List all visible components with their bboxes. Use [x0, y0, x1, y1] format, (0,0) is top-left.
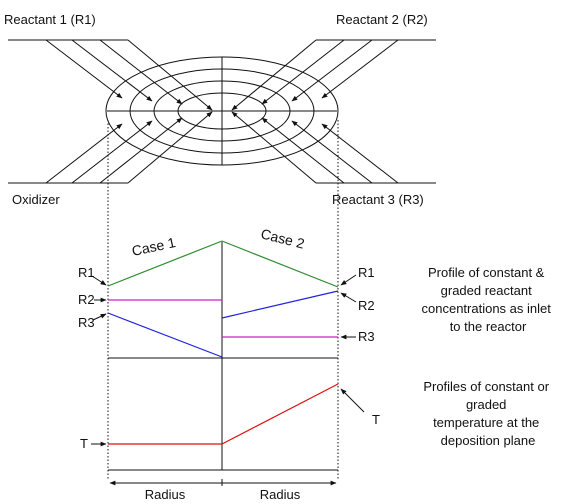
profile-plot: [108, 242, 338, 471]
note-concentration-line-1: Profile of constant &: [428, 265, 545, 280]
case2-r2-profile: [221, 290, 339, 319]
arrow-right-r2: [340, 292, 357, 303]
note-temperature-line-4: deposition plane: [441, 433, 536, 448]
arrow-right-r1: [340, 274, 357, 286]
case2-t-profile: [221, 383, 339, 445]
arrow-right-t: [340, 388, 365, 413]
label-reactant-1: Reactant 1 (R1): [4, 12, 96, 27]
note-temperature-line-3: temperature at the: [433, 415, 539, 430]
note-temperature-line-1: Profiles of constant or: [423, 379, 549, 394]
note-concentration: Profile of constant & graded reactant co…: [422, 265, 555, 334]
case2-r1-profile: [221, 240, 339, 288]
radius-axis: [109, 479, 337, 486]
note-temperature-line-2: graded: [466, 397, 506, 412]
label-right-r3: R3: [358, 329, 375, 344]
reactor-top-view: [8, 39, 436, 184]
case1-r3-profile: [107, 312, 223, 358]
label-left-t: T: [80, 436, 88, 451]
inlet-r1-upper-left: [8, 39, 213, 111]
inlet-oxidizer-lower-left: [8, 111, 213, 184]
label-left-r1: R1: [78, 265, 95, 280]
label-right-r2: R2: [358, 298, 375, 313]
label-right-t: T: [372, 412, 380, 427]
label-left-r2: R2: [78, 292, 95, 307]
note-concentration-line-3: concentrations as inlet: [422, 301, 552, 316]
case1-r1-profile: [107, 240, 223, 287]
arrow-left-r1: [91, 275, 107, 286]
note-concentration-line-4: to the reactor: [450, 319, 527, 334]
label-reactant-3: Reactant 3 (R3): [332, 192, 424, 207]
label-reactant-2: Reactant 2 (R2): [336, 12, 428, 27]
label-case-1: Case 1: [130, 234, 177, 259]
inlet-r2-upper-right: [231, 39, 436, 111]
note-temperature: Profiles of constant or graded temperatu…: [423, 379, 552, 448]
label-left-r3: R3: [78, 315, 95, 330]
label-radius-right: Radius: [260, 487, 301, 502]
arrow-left-r3: [92, 313, 107, 321]
label-oxidizer: Oxidizer: [12, 192, 60, 207]
label-case-2: Case 2: [259, 225, 306, 251]
label-right-r1: R1: [358, 265, 375, 280]
label-radius-left: Radius: [145, 487, 186, 502]
note-concentration-line-2: graded reactant: [441, 283, 532, 298]
inlet-r3-lower-right: [231, 111, 436, 184]
